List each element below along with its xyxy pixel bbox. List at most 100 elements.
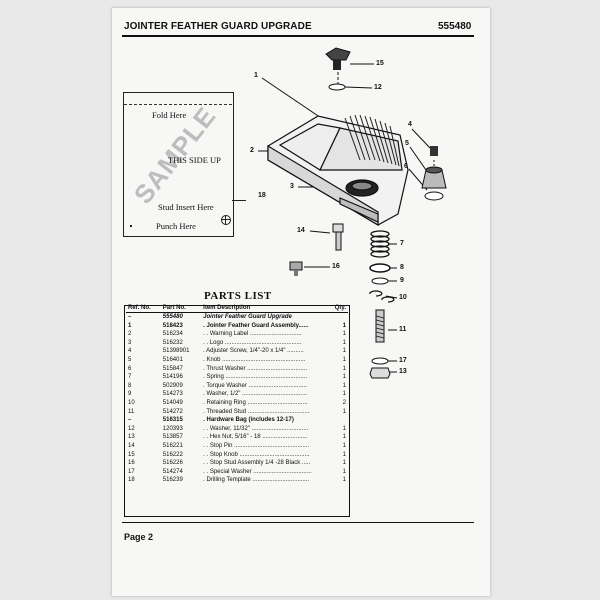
ref-cell: 2: [128, 331, 132, 338]
description-cell: . . Hex Nut, 5/16" - 18 ................…: [203, 434, 308, 441]
parts-table-header: Ref. No. Part No. Item Description Qty.: [126, 305, 348, 313]
part-no-cell: 514049: [162, 399, 183, 406]
part-no-cell: 516221: [162, 442, 183, 449]
spring-icon: [370, 230, 390, 258]
parts-list-frame: [124, 305, 350, 517]
footer-rule: [122, 522, 474, 523]
qty-cell: [332, 313, 348, 322]
callout-9: 9: [400, 277, 404, 284]
qty-cell: 1: [342, 322, 346, 329]
table-row: 2 516234 . . Warning Label ...............…: [126, 330, 348, 339]
description-cell: . . Warning Label ......................…: [203, 331, 302, 338]
description-cell: . Adjuster Screw, 1/4"-20 x 1/4" .......…: [203, 348, 304, 355]
part-no-cell: 516239: [162, 477, 183, 484]
template-leader-line: [232, 200, 246, 201]
description-cell: . . Special Washer .....................…: [203, 468, 312, 475]
part-no-cell: 516222: [162, 451, 183, 458]
part-no-cell: 515847: [162, 365, 183, 372]
ref-cell: 7: [128, 374, 132, 381]
leader-line: [309, 230, 331, 234]
retaining-ring-icon: [381, 296, 395, 303]
table-row: 1 518423 . Jointer Feather Guard Assembly.…: [126, 322, 348, 331]
stop-knob-icon: [325, 47, 351, 70]
parts-table: Ref. No. Part No. Item Description Qty. …: [126, 305, 348, 485]
callout-13: 13: [399, 368, 407, 375]
stop-pin-icon: [332, 223, 344, 251]
callout-14: 14: [297, 227, 305, 234]
punch-crosshair-icon: [221, 215, 231, 225]
fold-line: [124, 104, 232, 105]
description-cell: . . Logo ...............................…: [203, 339, 302, 346]
washer-9-icon: [371, 277, 389, 285]
torque-washer-icon: [369, 263, 391, 273]
ref-cell: 8: [128, 382, 132, 389]
callout-16: 16: [332, 263, 340, 270]
part-no-cell: 514196: [162, 374, 183, 381]
table-row: 8 502909 . Torque Washer .................…: [126, 382, 348, 391]
description-cell: . . Stop Pin ...........................…: [203, 442, 310, 449]
ref-cell: 5: [128, 356, 132, 363]
qty-cell: 1: [342, 339, 346, 346]
description-cell: . Jointer Feather Guard Assembly......: [203, 322, 309, 329]
part-no-cell: 518423: [162, 322, 183, 329]
qty-cell: 1: [342, 365, 346, 372]
part-no-cell: 514273: [162, 391, 183, 398]
ref-cell: 3: [128, 339, 132, 346]
description-cell: . Spring ...............................…: [203, 374, 308, 381]
ref-cell: 15: [128, 451, 135, 458]
qty-cell: 1: [342, 442, 346, 449]
ref-cell: 18: [128, 477, 135, 484]
description-cell: . Torque Washer ........................…: [203, 382, 307, 389]
ref-cell: –: [128, 417, 132, 424]
callout-3: 3: [290, 183, 294, 190]
part-no-cell: 513857: [162, 434, 183, 441]
qty-cell: 1: [342, 391, 346, 398]
parts-list-title: PARTS LIST: [204, 290, 272, 302]
qty-cell: 1: [342, 477, 346, 484]
ref-cell: 14: [128, 442, 135, 449]
callout-17: 17: [399, 357, 407, 364]
part-no-cell: 516401: [162, 356, 183, 363]
qty-cell: 1: [342, 331, 346, 338]
this-side-up-label: THIS SIDE UP: [168, 155, 221, 165]
qty-cell: 1: [342, 451, 346, 458]
description-cell: Jointer Feather Guard Upgrade: [203, 314, 292, 320]
washer-12-icon: [328, 83, 346, 91]
callout-18: 18: [258, 192, 266, 199]
part-header: Part No.: [162, 305, 186, 311]
ref-cell: 12: [128, 425, 135, 432]
part-no-cell: 120393: [162, 425, 183, 432]
description-cell: . Retaining Ring .......................…: [203, 399, 308, 406]
description-cell: . . Stop Stud Assembly 1/4 -28 Black ...…: [203, 460, 311, 467]
callout-15: 15: [376, 60, 384, 67]
ref-cell: 6: [128, 365, 132, 372]
callout-12: 12: [374, 84, 382, 91]
qty-cell: 1: [342, 434, 346, 441]
leader-line: [344, 86, 373, 89]
desc-header: Item Description: [203, 305, 251, 311]
part-no-cell: 516234: [162, 331, 183, 338]
threaded-stud-icon: [375, 309, 385, 343]
header-rule: [122, 35, 474, 37]
description-cell: . Threaded Stud ........................…: [203, 408, 310, 415]
description-cell: . Washer, 1/2" .........................…: [203, 391, 308, 398]
stop-stud-icon: [289, 261, 303, 276]
page-number: Page 2: [124, 532, 154, 542]
ref-cell: –: [128, 314, 132, 320]
ref-cell: 10: [128, 399, 135, 406]
qty-cell: 1: [342, 348, 346, 355]
part-no-cell: 555480: [162, 314, 183, 320]
qty-cell: [332, 416, 348, 425]
part-no-cell: 502909: [162, 382, 183, 389]
stud-insert-label: Stud Insert Here: [158, 202, 214, 212]
description-cell: . Drilling Template ....................…: [203, 477, 310, 484]
qty-header: Qty.: [334, 305, 346, 311]
qty-cell: 1: [342, 408, 346, 415]
